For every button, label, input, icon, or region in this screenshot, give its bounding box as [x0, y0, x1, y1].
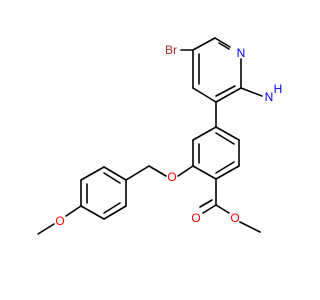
- bond: [215, 204, 230, 214]
- bond: [214, 37, 231, 48]
- ether-oxygen-label: O: [167, 170, 176, 184]
- bond: [192, 126, 217, 141]
- bond: [103, 202, 121, 214]
- bond: [215, 85, 236, 97]
- bond: [37, 223, 55, 235]
- bond: [103, 166, 127, 181]
- bond: [215, 87, 242, 103]
- bond: [177, 165, 194, 177]
- bond: [80, 205, 105, 220]
- bond: [202, 204, 217, 214]
- bond: [65, 205, 82, 217]
- bromine-label: Br: [165, 43, 177, 57]
- amine-nitrogen-label: N: [265, 90, 274, 104]
- structure-canvas: Br N H N O O O O: [0, 0, 300, 300]
- bond: [215, 126, 240, 141]
- amine-hydrogen-label: H: [274, 82, 283, 96]
- bond: [103, 205, 127, 220]
- background: [0, 0, 300, 300]
- molecule-structure: Br N H N O O O O: [0, 0, 300, 300]
- bond: [218, 42, 230, 50]
- bonds: [37, 37, 263, 235]
- bond: [215, 161, 235, 174]
- bond: [239, 221, 261, 233]
- bond: [192, 165, 217, 180]
- bond: [215, 132, 235, 145]
- methoxy-oxygen-label: O: [55, 214, 64, 228]
- carbonyl-oxygen-label: O: [191, 211, 200, 225]
- bond: [215, 165, 240, 180]
- bond: [125, 165, 150, 181]
- bond: [148, 165, 167, 177]
- atom-labels: Br N H N O O O O: [55, 43, 282, 228]
- bond: [80, 166, 105, 181]
- ester-oxygen-label: O: [230, 211, 239, 225]
- bond: [199, 199, 213, 208]
- bond: [240, 87, 263, 97]
- bond: [192, 37, 216, 51]
- pyridine-nitrogen-label: N: [237, 46, 246, 60]
- bond: [192, 87, 217, 103]
- bond: [103, 172, 121, 184]
